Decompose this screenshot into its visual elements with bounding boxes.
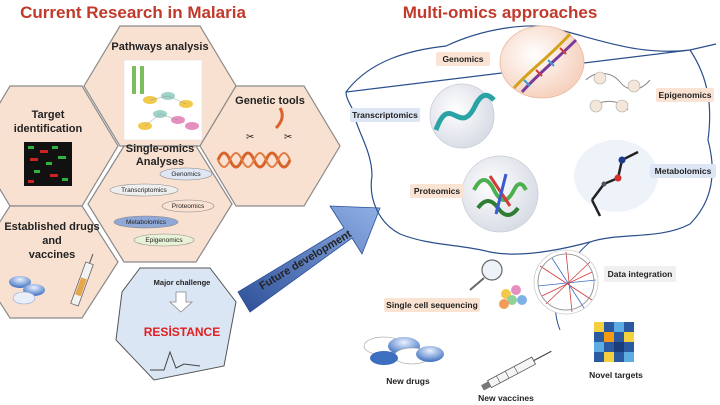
proteomics-label: Proteomics — [414, 186, 461, 196]
new-drugs-node: New drugs — [363, 336, 444, 386]
transcriptomics-label: Transcriptomics — [352, 110, 418, 120]
graph-line-icon — [150, 350, 201, 371]
hex-genetic: Genetic tools ✂ ✂ — [199, 85, 341, 207]
new-vaccines-node: New vaccines — [478, 350, 552, 403]
hex-target-label-2: identification — [14, 123, 83, 135]
crispr-dna-image: ✂ ✂ — [216, 107, 292, 169]
syringe-image — [70, 253, 94, 307]
novel-targets-node: Novel targets — [589, 322, 643, 380]
epigenomics-node: Epigenomics — [585, 71, 714, 113]
new-drugs-label: New drugs — [386, 376, 430, 386]
data-integration-label: Data integration — [608, 269, 673, 279]
future-arrow: Future development — [237, 205, 381, 313]
pills-image — [9, 276, 45, 305]
hex-single-omics: Single-omics Analyses Genomics Transcrip… — [87, 143, 233, 263]
omics-item: Transcriptomics — [121, 187, 167, 194]
scissors-icon: ✂ — [246, 132, 254, 143]
epigenomics-label: Epigenomics — [659, 90, 712, 100]
heatmap-image — [24, 142, 72, 186]
novel-targets-label: Novel targets — [589, 370, 643, 380]
syringe-icon — [481, 350, 552, 391]
genomics-node: Genomics — [436, 25, 585, 99]
down-arrow-icon — [168, 291, 194, 313]
omics-item: Epigenomics — [145, 237, 183, 244]
hex-single-label-1: Single-omics — [126, 143, 194, 155]
hex-pathways: Pathways analysis — [83, 25, 237, 147]
target-heatmap-image — [594, 322, 634, 362]
pathway-diagram-image — [123, 59, 203, 141]
left-title: Current Research in Malaria — [20, 3, 246, 22]
genomics-label: Genomics — [442, 54, 483, 64]
molecule-image — [590, 150, 639, 217]
single-omics-list: Genomics Transcriptomics Proteomics Meta… — [109, 167, 215, 247]
single-cell-label: Single cell sequencing — [386, 300, 478, 310]
hex-target: Target identification — [0, 85, 119, 207]
omics-item: Metabolomics — [126, 219, 167, 226]
metabolomics-label: Metabolomics — [655, 166, 712, 176]
cells-cluster-image — [499, 285, 527, 309]
new-vaccines-label: New vaccines — [478, 393, 534, 403]
hex-drugs-label-3: vaccines — [29, 249, 75, 261]
hex-pathways-label: Pathways analysis — [111, 41, 208, 53]
capsules-image — [363, 336, 444, 365]
omics-item: Genomics — [171, 171, 201, 178]
hex-target-label-1: Target — [32, 109, 65, 121]
dna-helix-image — [512, 32, 578, 93]
scissors-icon: ✂ — [284, 132, 292, 143]
rna-strand-image — [433, 92, 496, 131]
hex-genetic-label: Genetic tools — [235, 95, 305, 107]
nucleosome-image — [585, 71, 651, 113]
circos-plot-image — [537, 251, 597, 313]
challenge-block: Major challenge RESİSTANCE — [115, 267, 237, 381]
right-title: Multi-omics approaches — [403, 3, 598, 22]
omics-item: Proteomics — [172, 203, 205, 210]
single-cell-node: Single cell sequencing — [384, 259, 527, 312]
protein-structure-image — [472, 173, 528, 217]
transcriptomics-node: Transcriptomics — [350, 83, 496, 149]
hex-drugs-label-1: Established drugs — [4, 221, 99, 233]
magnifier-icon — [469, 259, 503, 291]
hex-single-label-2: Analyses — [136, 156, 184, 168]
hex-drugs-label-2: and — [42, 235, 62, 247]
proteomics-node: Proteomics — [410, 155, 539, 233]
hex-drugs: Established drugs and vaccines — [0, 205, 119, 319]
metabolomics-node: Metabolomics — [574, 140, 716, 217]
future-arrow-label: Future development — [257, 228, 354, 293]
data-integration-node: Data integration — [533, 249, 676, 315]
resistance-word: RESİSTANCE — [144, 324, 220, 339]
challenge-label: Major challenge — [154, 278, 211, 287]
